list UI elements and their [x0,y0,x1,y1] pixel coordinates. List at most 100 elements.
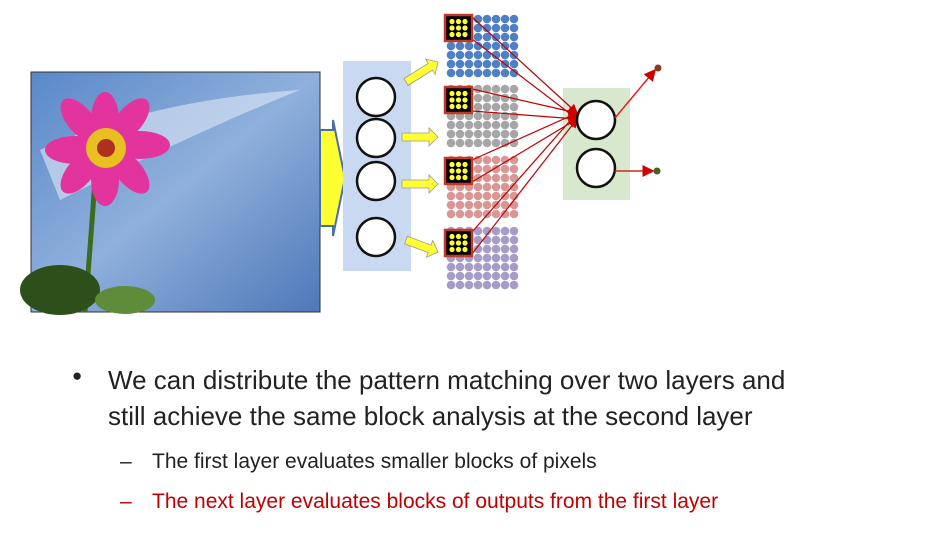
filter-dot [449,31,455,38]
grid-dot [509,209,519,219]
grid-dot [473,84,483,94]
grid-dot [482,253,492,263]
connection-line [471,118,578,255]
grid-dot [482,41,492,51]
grid-dot [473,271,483,281]
grid-dot [446,209,456,219]
neuron [355,216,397,258]
grid-dot [509,262,519,272]
grid-dot [491,111,501,121]
grid-dot [473,50,483,60]
grid-dot [509,23,519,33]
grid-dot [482,84,492,94]
filter-dot [462,18,468,25]
grid-dot [473,111,483,121]
grid-dot [500,129,510,139]
grid-dot [491,23,501,33]
filter-dot [449,168,455,174]
grid-dot [473,120,483,130]
grid-dot [482,138,492,148]
filter-dot [455,97,462,103]
grid-dot [446,129,456,139]
grid-dot [500,200,510,210]
grid-dot [473,209,483,219]
grid-dot [446,50,456,60]
filter-dot [455,246,462,253]
grid-dot [455,271,465,281]
neuron [355,160,397,202]
grid-dot [509,173,519,183]
filter-dot [455,240,462,246]
bullet-marker: ● [72,366,83,385]
grid-dot [455,59,465,69]
filter-dot [462,246,468,253]
grid-dot [464,280,474,290]
grid-dot [482,155,492,165]
grid-dot [500,93,510,103]
grid-dot [446,262,456,272]
grid-dot [464,120,474,130]
grid-dot [500,41,510,51]
grid-dot [482,182,492,192]
grid-dot [509,41,519,51]
grid-dot [473,138,483,148]
grid-dot [473,253,483,263]
grid-dot [509,244,519,254]
grid-dot [473,68,483,78]
grid-dot [455,50,465,60]
grid-dot [464,209,474,219]
arrow [401,174,439,194]
filter-dot [462,25,468,31]
grid-dot [464,200,474,210]
grid-dot [491,226,501,236]
filter-dot [455,161,462,168]
grid-dot [500,164,510,174]
grid-dot [482,164,492,174]
grid-dot [509,280,519,290]
grid-dot [500,23,510,33]
filter-dot [449,90,455,97]
grid-dot [491,235,501,245]
grid-dot [491,182,501,192]
grid-dot [455,209,465,219]
grid-dot [455,41,465,51]
grid-dot [491,280,501,290]
grid-dot [482,102,492,112]
filter-dot [455,90,462,97]
filter-dot [455,174,462,181]
filter-dot [449,18,455,25]
grid-dot [500,32,510,42]
grid-dot [500,191,510,201]
grid-dot [509,32,519,42]
connection-line [471,88,579,116]
grid-dot [482,200,492,210]
filter-dot [462,97,468,103]
grid-dot [482,280,492,290]
grid-dot [509,59,519,69]
grid-dot [455,200,465,210]
neuron [575,147,617,189]
connection-line [471,16,578,114]
grid-dot [446,191,456,201]
grid-dot [500,120,510,130]
grid-dot [446,68,456,78]
neuron [575,99,617,141]
grid-dot [446,41,456,51]
flower-image [20,71,321,315]
filter-dot [462,31,468,38]
grid-dot [500,14,510,24]
grid-dot [473,191,483,201]
grid-dot [491,32,501,42]
grid-dot [455,191,465,201]
grid-dot [482,244,492,254]
bullet-line-2: still achieve the same block analysis at… [108,401,753,431]
grid-dot [491,209,501,219]
bullet-line-1: We can distribute the pattern matching o… [108,365,786,395]
output-dot [654,64,662,72]
grid-dot [473,23,483,33]
grid-dot [482,93,492,103]
grid-dot [491,102,501,112]
grid-dot [482,68,492,78]
grid-dot [446,271,456,281]
grid-dot [482,262,492,272]
